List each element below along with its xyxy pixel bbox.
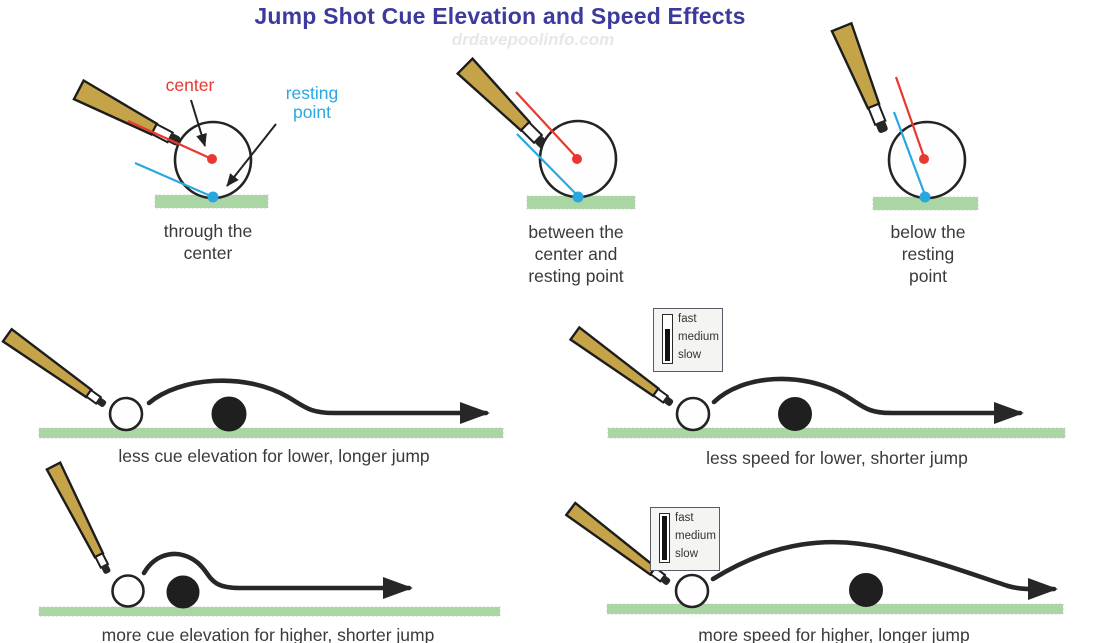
resting-point-label-line1: resting (285, 83, 339, 103)
obstacle-ball (166, 575, 200, 609)
cue-stick (564, 501, 671, 585)
center-dot (207, 154, 217, 164)
center-pointer-arrow (190, 99, 207, 147)
table-surface (38, 427, 504, 439)
caption-more-speed: more speed for higher, longer jump (698, 625, 970, 643)
cue-tip (96, 397, 107, 408)
center-dot (572, 154, 582, 164)
cue-stick (45, 461, 111, 574)
cue-tip (876, 120, 888, 133)
caption-less-speed: less speed for lower, shorter jump (706, 448, 968, 468)
caption-line: through the (163, 221, 253, 241)
cue-shaft (568, 325, 661, 398)
gauge-level-medium (664, 329, 670, 361)
resting-point-dot (207, 191, 219, 203)
obstacle-ball (849, 573, 883, 607)
resting-point-dot (572, 191, 584, 203)
diagram-between-center-and-resting (455, 56, 636, 210)
diagram-more-speed (564, 501, 1064, 615)
cue-stick (1, 327, 107, 408)
caption-line: center and (534, 244, 618, 264)
caption-line: point (909, 266, 947, 286)
cue-shaft (455, 56, 532, 133)
center-aim-line (894, 76, 926, 158)
caption-more-elevation: more cue elevation for higher, shorter j… (101, 625, 435, 643)
speed-gauge-less-speed: fast medium slow (653, 308, 723, 372)
cue-ball (674, 573, 710, 609)
gauge-label-slow: slow (675, 548, 699, 560)
center-dot (919, 154, 929, 164)
caption-line: below the (890, 222, 966, 242)
caption-between-center-and-resting: between the center and resting point (476, 221, 676, 287)
gauge-label-slow: slow (678, 349, 702, 361)
caption-below-resting-point: below the resting point (828, 221, 1028, 287)
cue-tip (660, 575, 671, 585)
cue-stick (455, 56, 548, 149)
diagram-more-elevation (38, 461, 501, 617)
resting-point-label-line2: point (293, 102, 331, 122)
caption-line: resting point (528, 266, 624, 286)
resting-pointer-arrow (226, 123, 277, 187)
resting-point-line (516, 133, 579, 197)
caption-through-center: through the center (108, 220, 308, 264)
gauge-label-fast: fast (675, 512, 694, 524)
cue-ball (108, 396, 144, 432)
cue-ball (111, 574, 145, 608)
resting-point-line (134, 161, 214, 199)
cue-shaft (564, 501, 658, 577)
page-title: Jump Shot Cue Elevation and Speed Effect… (254, 3, 746, 29)
gauge-label-medium: medium (675, 530, 716, 542)
center-aim-line (515, 91, 578, 159)
diagram-less-elevation (1, 327, 504, 439)
cue-shaft (1, 327, 93, 399)
cue-tip (101, 564, 111, 574)
caption-less-elevation: less cue elevation for lower, longer jum… (118, 446, 430, 466)
caption-line: between the (528, 222, 624, 242)
diagram-through-center (72, 78, 277, 209)
table-surface (607, 427, 1066, 439)
diagram-less-speed (568, 325, 1066, 439)
resting-point-label: resting point (262, 84, 362, 122)
center-label: center (165, 75, 215, 95)
cue-stick (568, 325, 674, 407)
jump-trajectory (146, 378, 490, 424)
diagram-below-resting-point (830, 21, 979, 211)
caption-line: resting (901, 244, 955, 264)
gauge-tube (659, 513, 670, 563)
gauge-label-medium: medium (678, 331, 719, 343)
cue-stick (830, 21, 888, 133)
table-surface (38, 606, 501, 617)
watermark: drdavepoolinfo.com (451, 30, 615, 49)
caption-line: center (183, 243, 233, 263)
cue-ball (675, 396, 711, 432)
jump-trajectory (711, 376, 1024, 424)
speed-gauge-more-speed: fast medium slow (650, 507, 720, 571)
gauge-label-fast: fast (678, 313, 697, 325)
jump-trajectory (141, 551, 413, 599)
gauge-tube (662, 314, 673, 364)
cue-shaft (45, 461, 105, 559)
resting-point-dot (919, 191, 931, 203)
cue-shaft (830, 21, 881, 110)
obstacle-ball (778, 397, 812, 431)
resting-point-line (892, 111, 927, 196)
center-aim-line (127, 119, 213, 161)
table-surface (606, 603, 1064, 615)
jump-trajectory (710, 539, 1058, 601)
obstacle-ball (211, 396, 247, 432)
cue-tip (663, 396, 674, 407)
gauge-level-fast (661, 516, 667, 560)
